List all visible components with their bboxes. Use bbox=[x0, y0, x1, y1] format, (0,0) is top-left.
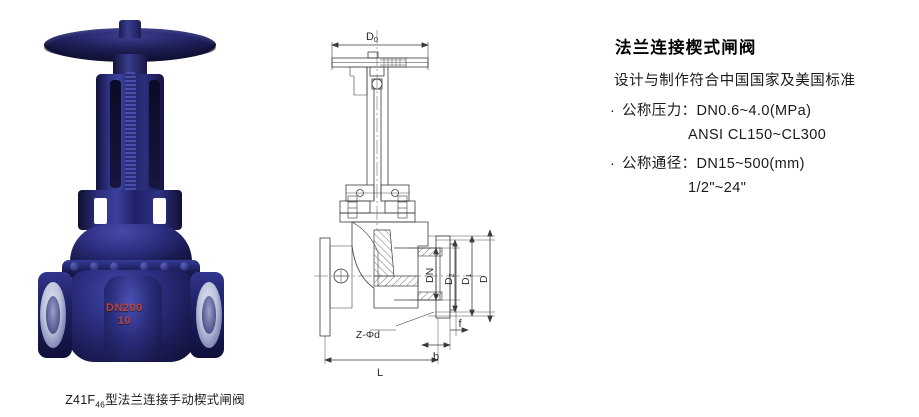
spec-value-bore: DN15~500(mm) bbox=[696, 156, 805, 172]
bonnet-bolt bbox=[70, 262, 79, 271]
bonnet-bolt bbox=[160, 262, 169, 271]
dim-label-handwheel-diameter: D0 bbox=[366, 31, 378, 44]
product-photo-panel: DN200 10 Z41F46型法兰连接手动楔式闸阀 bbox=[0, 0, 310, 417]
dim-label-raised-face: D1 bbox=[460, 273, 473, 285]
bullet-icon: · bbox=[610, 103, 616, 119]
dim-label-raised-face-height: f bbox=[458, 318, 462, 330]
photo-caption: Z41F46型法兰连接手动楔式闸阀 bbox=[0, 389, 310, 410]
dim-label-nominal-bore: DN bbox=[424, 268, 436, 283]
dim-label-bolt-circle: D2 bbox=[443, 273, 456, 285]
caption-model-code: Z41F bbox=[65, 393, 96, 407]
spec-row-bore: · 公称通径：DN15~500(mm) bbox=[610, 152, 910, 173]
spec-value-pressure-ansi: ANSI CL150~CL300 bbox=[688, 127, 827, 143]
dim-label-flange-outer: D bbox=[478, 275, 490, 283]
handwheel-hub bbox=[119, 20, 141, 38]
spec-value-bore-inches: 1/2"~24" bbox=[688, 180, 747, 196]
spec-row-pressure: · 公称压力：DN0.6~4.0(MPa) bbox=[610, 99, 910, 120]
spec-value-pressure: DN0.6~4.0(MPa) bbox=[696, 103, 812, 119]
spec-label-pressure: 公称压力： bbox=[622, 103, 697, 119]
specification-panel: 法兰连接楔式闸阀 设计与制作符合中国国家及美国标准 · 公称压力：DN0.6~4.… bbox=[610, 34, 910, 205]
yoke-slot-right bbox=[149, 80, 160, 188]
gate-valve-photograph: DN200 10 bbox=[18, 14, 293, 379]
technical-drawing-panel: D0 DN D2 D1 D Z-Φd L b f bbox=[310, 0, 600, 417]
product-subtitle: 设计与制作符合中国国家及美国标准 bbox=[614, 73, 856, 89]
bonnet-bolt bbox=[110, 262, 119, 271]
body-marking-size: DN200 bbox=[106, 302, 143, 314]
rising-stem bbox=[125, 72, 136, 196]
caption-description: 型法兰连接手动楔式闸阀 bbox=[105, 393, 245, 407]
inlet-bore bbox=[46, 296, 60, 334]
yoke-slot-left bbox=[110, 80, 121, 188]
yoke-arm-gap-left bbox=[94, 198, 107, 224]
bullet-icon: · bbox=[610, 156, 616, 172]
yoke-arm-gap-right bbox=[153, 198, 166, 224]
caption-model-subscript: 46 bbox=[95, 399, 106, 410]
bonnet-bolt bbox=[90, 262, 99, 271]
bonnet-bolt bbox=[140, 262, 149, 271]
dim-label-face-to-face: L bbox=[377, 367, 383, 379]
body-cast-marking: DN200 10 bbox=[106, 302, 143, 327]
spec-label-bore: 公称通径： bbox=[622, 156, 697, 172]
valve-body-center bbox=[104, 276, 162, 360]
bonnet-bolt bbox=[180, 262, 189, 271]
dim-label-flange-thickness: b bbox=[433, 351, 439, 363]
outlet-bore bbox=[202, 296, 216, 334]
dim-label-bolt-holes: Z-Φd bbox=[356, 329, 380, 341]
product-title: 法兰连接楔式闸阀 bbox=[615, 39, 757, 57]
valve-section-drawing: D0 DN D2 D1 D Z-Φd L b f bbox=[314, 30, 495, 379]
body-marking-rating: 10 bbox=[117, 315, 131, 327]
